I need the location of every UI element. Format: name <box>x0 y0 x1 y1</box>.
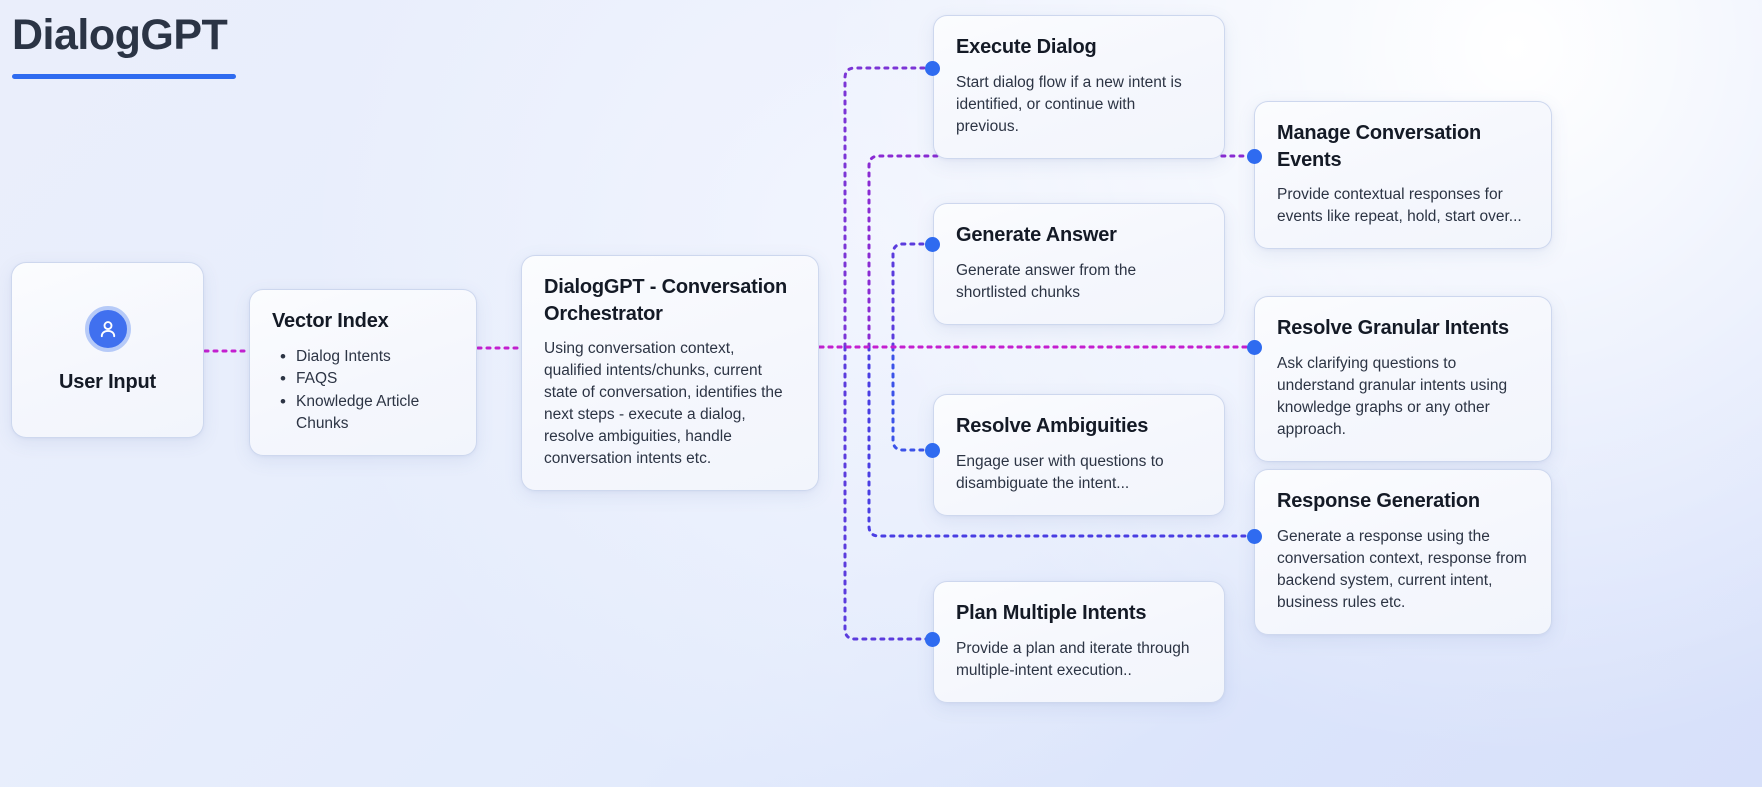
connector-dot-resolve-granular-intents <box>1247 340 1262 355</box>
card-title: Manage Conversation Events <box>1277 122 1482 171</box>
wire-to-execute-dialog <box>843 66 933 349</box>
node-vector-index[interactable]: Vector Index Dialog Intents FAQS Knowled… <box>249 289 477 457</box>
page-title-block: DialogGPT <box>12 11 312 80</box>
list-item: Knowledge Article Chunks <box>272 390 454 436</box>
card-title: Resolve Granular Intents <box>1277 317 1509 339</box>
connector-dot-resolve-ambiguities <box>925 443 940 458</box>
page-title: DialogGPT <box>12 11 228 59</box>
orchestrator-title: DialogGPT - Conversation Orchestrator <box>544 276 788 325</box>
connector-dot-response-generation <box>1247 529 1262 544</box>
card-description: Engage user with questions to disambigua… <box>956 452 1164 492</box>
user-input-label: User Input <box>59 371 156 393</box>
card-description: Ask clarifying questions to understand g… <box>1277 354 1508 438</box>
connector-dot-generate-answer <box>925 237 940 252</box>
card-title: Generate Answer <box>956 224 1117 246</box>
card-title: Resolve Ambiguities <box>956 415 1149 437</box>
connector-dot-plan-multiple-intents <box>925 632 940 647</box>
card-description: Start dialog flow if a new intent is ide… <box>956 73 1182 135</box>
title-underline-rule <box>12 74 236 80</box>
card-description: Generate answer from the shortlisted chu… <box>956 261 1137 301</box>
card-title: Execute Dialog <box>956 36 1097 58</box>
list-item: Dialog Intents <box>272 345 454 370</box>
connector-dot-execute-dialog <box>925 61 940 76</box>
card-description: Provide a plan and iterate through multi… <box>956 639 1190 679</box>
card-title: Plan Multiple Intents <box>956 602 1147 624</box>
orchestrator-description: Using conversation context, qualified in… <box>544 340 783 468</box>
connector-dot-manage-conversation-events <box>1247 149 1262 164</box>
node-execute-dialog[interactable]: Execute Dialog Start dialog flow if a ne… <box>933 15 1225 159</box>
user-icon <box>84 306 131 352</box>
node-generate-answer[interactable]: Generate Answer Generate answer from the… <box>933 203 1225 325</box>
node-response-generation[interactable]: Response Generation Generate a response … <box>1254 469 1552 635</box>
wire-to-generate-answer <box>891 242 933 349</box>
vector-index-list: Dialog Intents FAQS Knowledge Article Ch… <box>272 345 454 436</box>
node-resolve-granular-intents[interactable]: Resolve Granular Intents Ask clarifying … <box>1254 296 1552 462</box>
node-plan-multiple-intents[interactable]: Plan Multiple Intents Provide a plan and… <box>933 581 1225 703</box>
vector-index-title: Vector Index <box>272 310 389 332</box>
node-user-input[interactable]: User Input <box>11 262 204 438</box>
card-description: Generate a response using the conversati… <box>1277 527 1527 611</box>
node-resolve-ambiguities[interactable]: Resolve Ambiguities Engage user with que… <box>933 394 1225 516</box>
list-item: FAQS <box>272 367 454 392</box>
card-description: Provide contextual responses for events … <box>1277 186 1522 226</box>
wire-to-resolve-ambiguities <box>891 345 933 452</box>
node-manage-conversation-events[interactable]: Manage Conversation Events Provide conte… <box>1254 101 1552 250</box>
node-orchestrator[interactable]: DialogGPT - Conversation Orchestrator Us… <box>521 255 819 492</box>
wire-to-plan-multiple-intents <box>843 345 933 641</box>
card-title: Response Generation <box>1277 490 1480 512</box>
